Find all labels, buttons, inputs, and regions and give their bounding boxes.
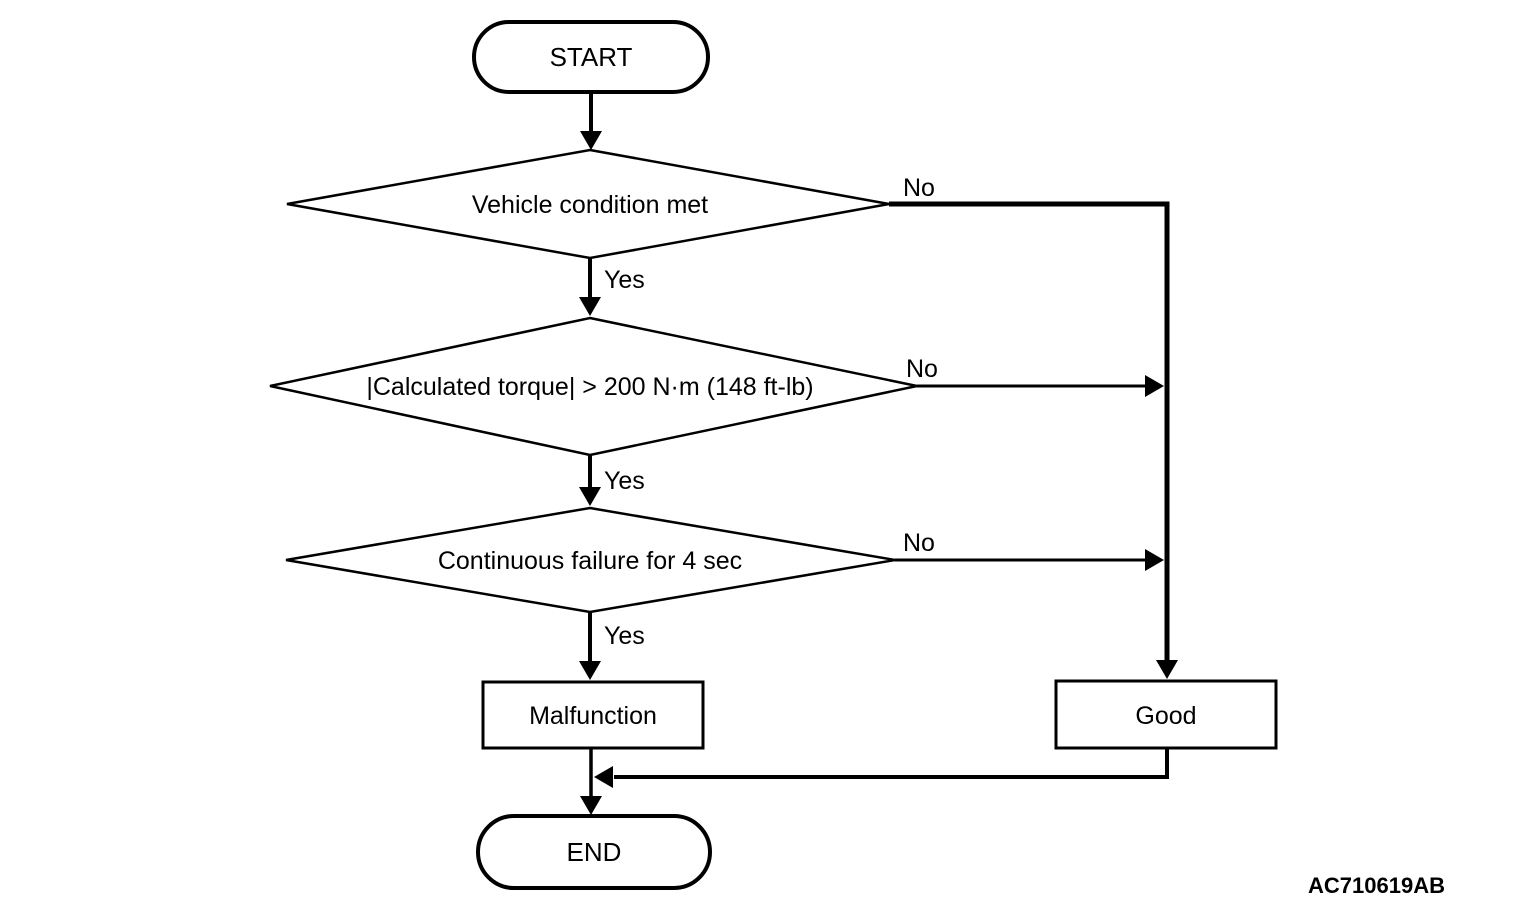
edge-good-to-junction: [614, 748, 1169, 779]
good-box-shape: [1054, 679, 1278, 750]
arrowhead-into-good: [1156, 660, 1178, 679]
start-node-label: START: [550, 42, 633, 72]
arrowhead-into-end: [580, 796, 602, 815]
label-failure-no: No: [903, 529, 935, 557]
arrowhead-good-junction: [594, 766, 613, 788]
start-node-shape: [472, 20, 710, 94]
label-torque-yes: Yes: [604, 467, 645, 495]
decision-calculated-torque-label: |Calculated torque| > 200 N·m (148 ft-lb…: [366, 373, 813, 401]
edge-vehicle-no-to-good: [889, 201, 1170, 662]
figure-code: AC710619AB: [1308, 873, 1445, 898]
label-failure-yes: Yes: [604, 622, 645, 650]
decision-continuous-failure-shape: [285, 506, 896, 614]
arrowhead-failure-no: [1145, 549, 1164, 571]
label-torque-no: No: [906, 355, 938, 383]
good-box-label: Good: [1135, 702, 1196, 730]
malfunction-box-shape: [481, 680, 705, 750]
arrowhead-torque-no: [1145, 375, 1164, 397]
arrowhead-vehicle-yes: [579, 297, 601, 316]
decision-vehicle-condition-label: Vehicle condition met: [472, 191, 708, 219]
arrowhead-torque-yes: [579, 487, 601, 506]
label-vehicle-yes: Yes: [604, 266, 645, 294]
decision-vehicle-condition-shape: [286, 148, 890, 260]
end-node-shape: [476, 814, 712, 890]
arrowhead-into-malfunction: [579, 661, 601, 680]
malfunction-box-label: Malfunction: [529, 702, 657, 730]
arrowhead-start-to-vehicle: [580, 131, 602, 150]
end-node-label: END: [567, 837, 622, 867]
decision-continuous-failure-label: Continuous failure for 4 sec: [438, 547, 742, 575]
decision-calculated-torque-shape: [269, 316, 918, 457]
label-vehicle-no: No: [903, 174, 935, 202]
